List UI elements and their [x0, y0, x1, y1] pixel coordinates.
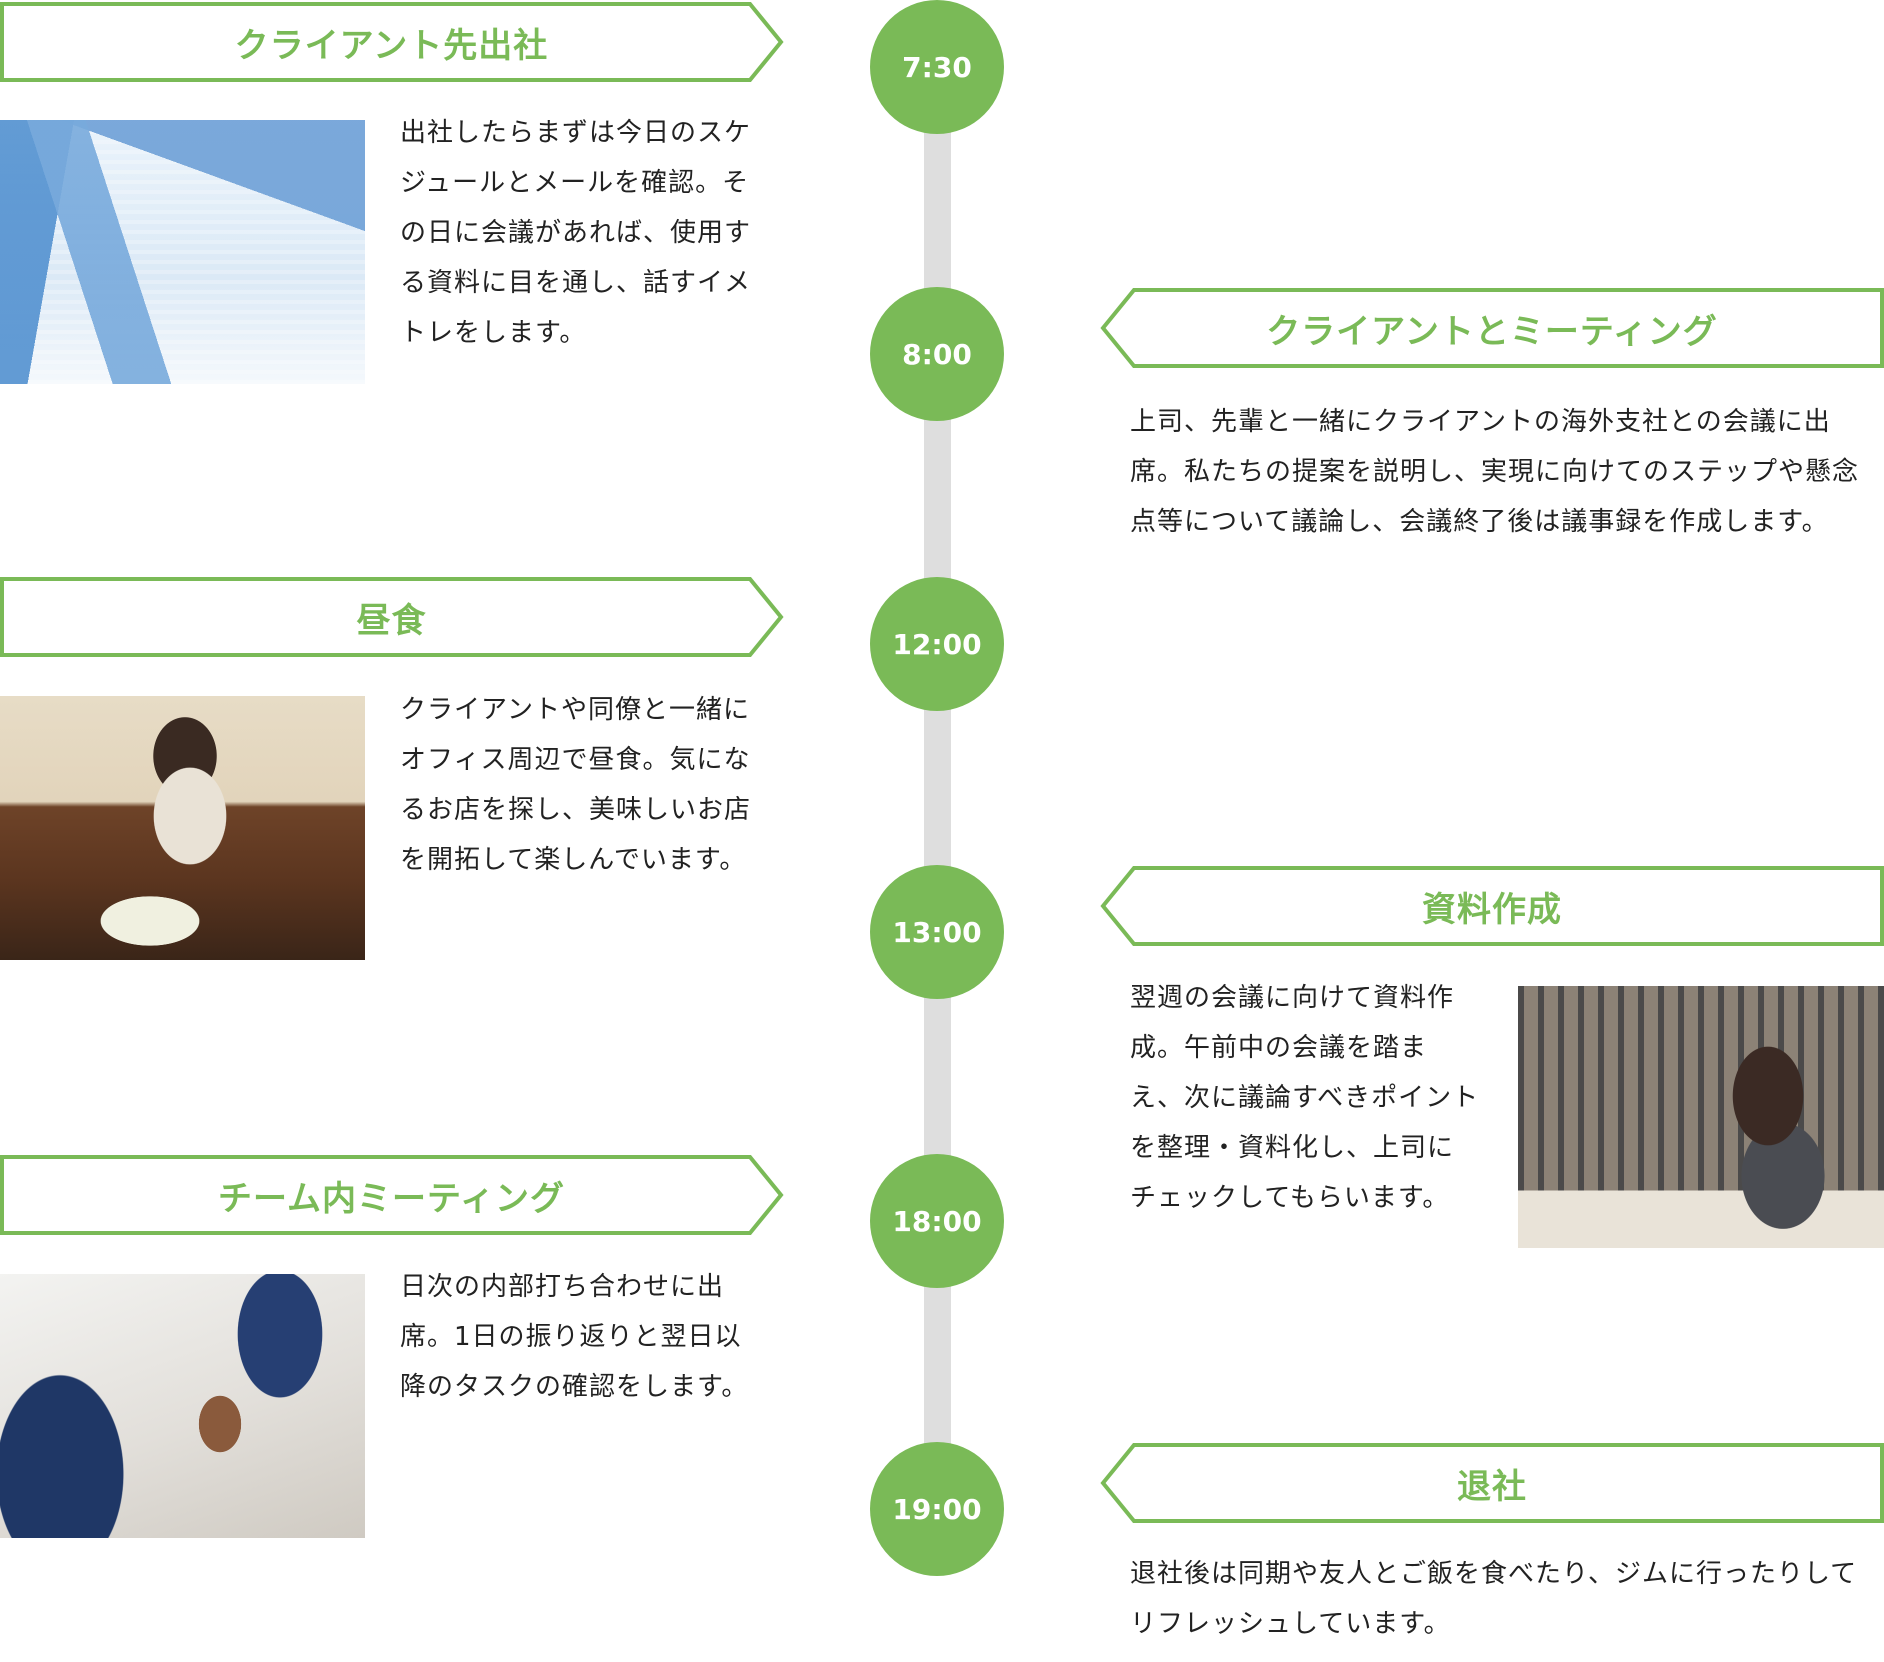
event-title-banner: 退社 [1100, 1443, 1884, 1523]
event-title: 資料作成 [1422, 889, 1562, 930]
lunch-photo [0, 696, 365, 960]
event-description: クライアントや同僚と一緒にオフィス周辺で昼食。気になるお店を探し、美味しいお店を… [400, 695, 752, 875]
event-title-banner: 昼食 [0, 577, 784, 657]
team-meeting-photo [0, 1274, 365, 1538]
arrow-left-banner-shape [1100, 866, 1884, 946]
time-label: 18:00 [892, 1204, 982, 1238]
time-marker-1300: 13:00 [870, 865, 1004, 999]
event-description: 退社後は同期や友人とご飯を食べたり、ジムに行ったりしてリフレッシュしています。 [1130, 1559, 1858, 1639]
event-description: 日次の内部打ち合わせに出席。1日の振り返りと翌日以降のタスクの確認をします。 [400, 1272, 749, 1402]
event-title-banner: クライアントとミーティング [1100, 288, 1884, 368]
event-description: 上司、先輩と一緒にクライアントの海外支社との会議に出席。私たちの提案を説明し、実… [1130, 407, 1860, 537]
timeline-line [924, 66, 951, 1509]
office-buildings-photo [0, 120, 365, 384]
event-title: クライアントとミーティング [1266, 311, 1718, 352]
event-title: チーム内ミーティング [218, 1178, 565, 1219]
arrow-right-banner-shape [0, 577, 784, 657]
event-title: 昼食 [356, 600, 427, 641]
event-title-banner: チーム内ミーティング [0, 1155, 784, 1235]
time-marker-0730: 7:30 [870, 0, 1004, 134]
time-marker-1200: 12:00 [870, 577, 1004, 711]
time-label: 7:30 [902, 50, 972, 84]
arrow-right-banner-shape [0, 1155, 784, 1235]
event-description: 翌週の会議に向けて資料作成。午前中の会議を踏まえ、次に議論すべきポイントを整理・… [1130, 983, 1480, 1213]
working-on-laptop-photo [1518, 986, 1884, 1248]
time-label: 19:00 [892, 1492, 982, 1526]
time-label: 13:00 [892, 915, 982, 949]
arrow-right-banner-shape [0, 2, 784, 82]
time-marker-0800: 8:00 [870, 287, 1004, 421]
event-title: 退社 [1457, 1466, 1527, 1507]
event-title-banner: クライアント先出社 [0, 2, 784, 82]
event-title-banner: 資料作成 [1100, 866, 1884, 946]
time-marker-1900: 19:00 [870, 1442, 1004, 1576]
time-label: 12:00 [892, 627, 982, 661]
arrow-left-banner-shape [1100, 1443, 1884, 1523]
time-label: 8:00 [902, 337, 972, 371]
event-title: クライアント先出社 [234, 25, 549, 66]
time-marker-1800: 18:00 [870, 1154, 1004, 1288]
event-description: 出社したらまずは今日のスケジュールとメールを確認。その日に会議があれば、使用する… [400, 118, 752, 348]
arrow-left-banner-shape [1100, 288, 1884, 368]
